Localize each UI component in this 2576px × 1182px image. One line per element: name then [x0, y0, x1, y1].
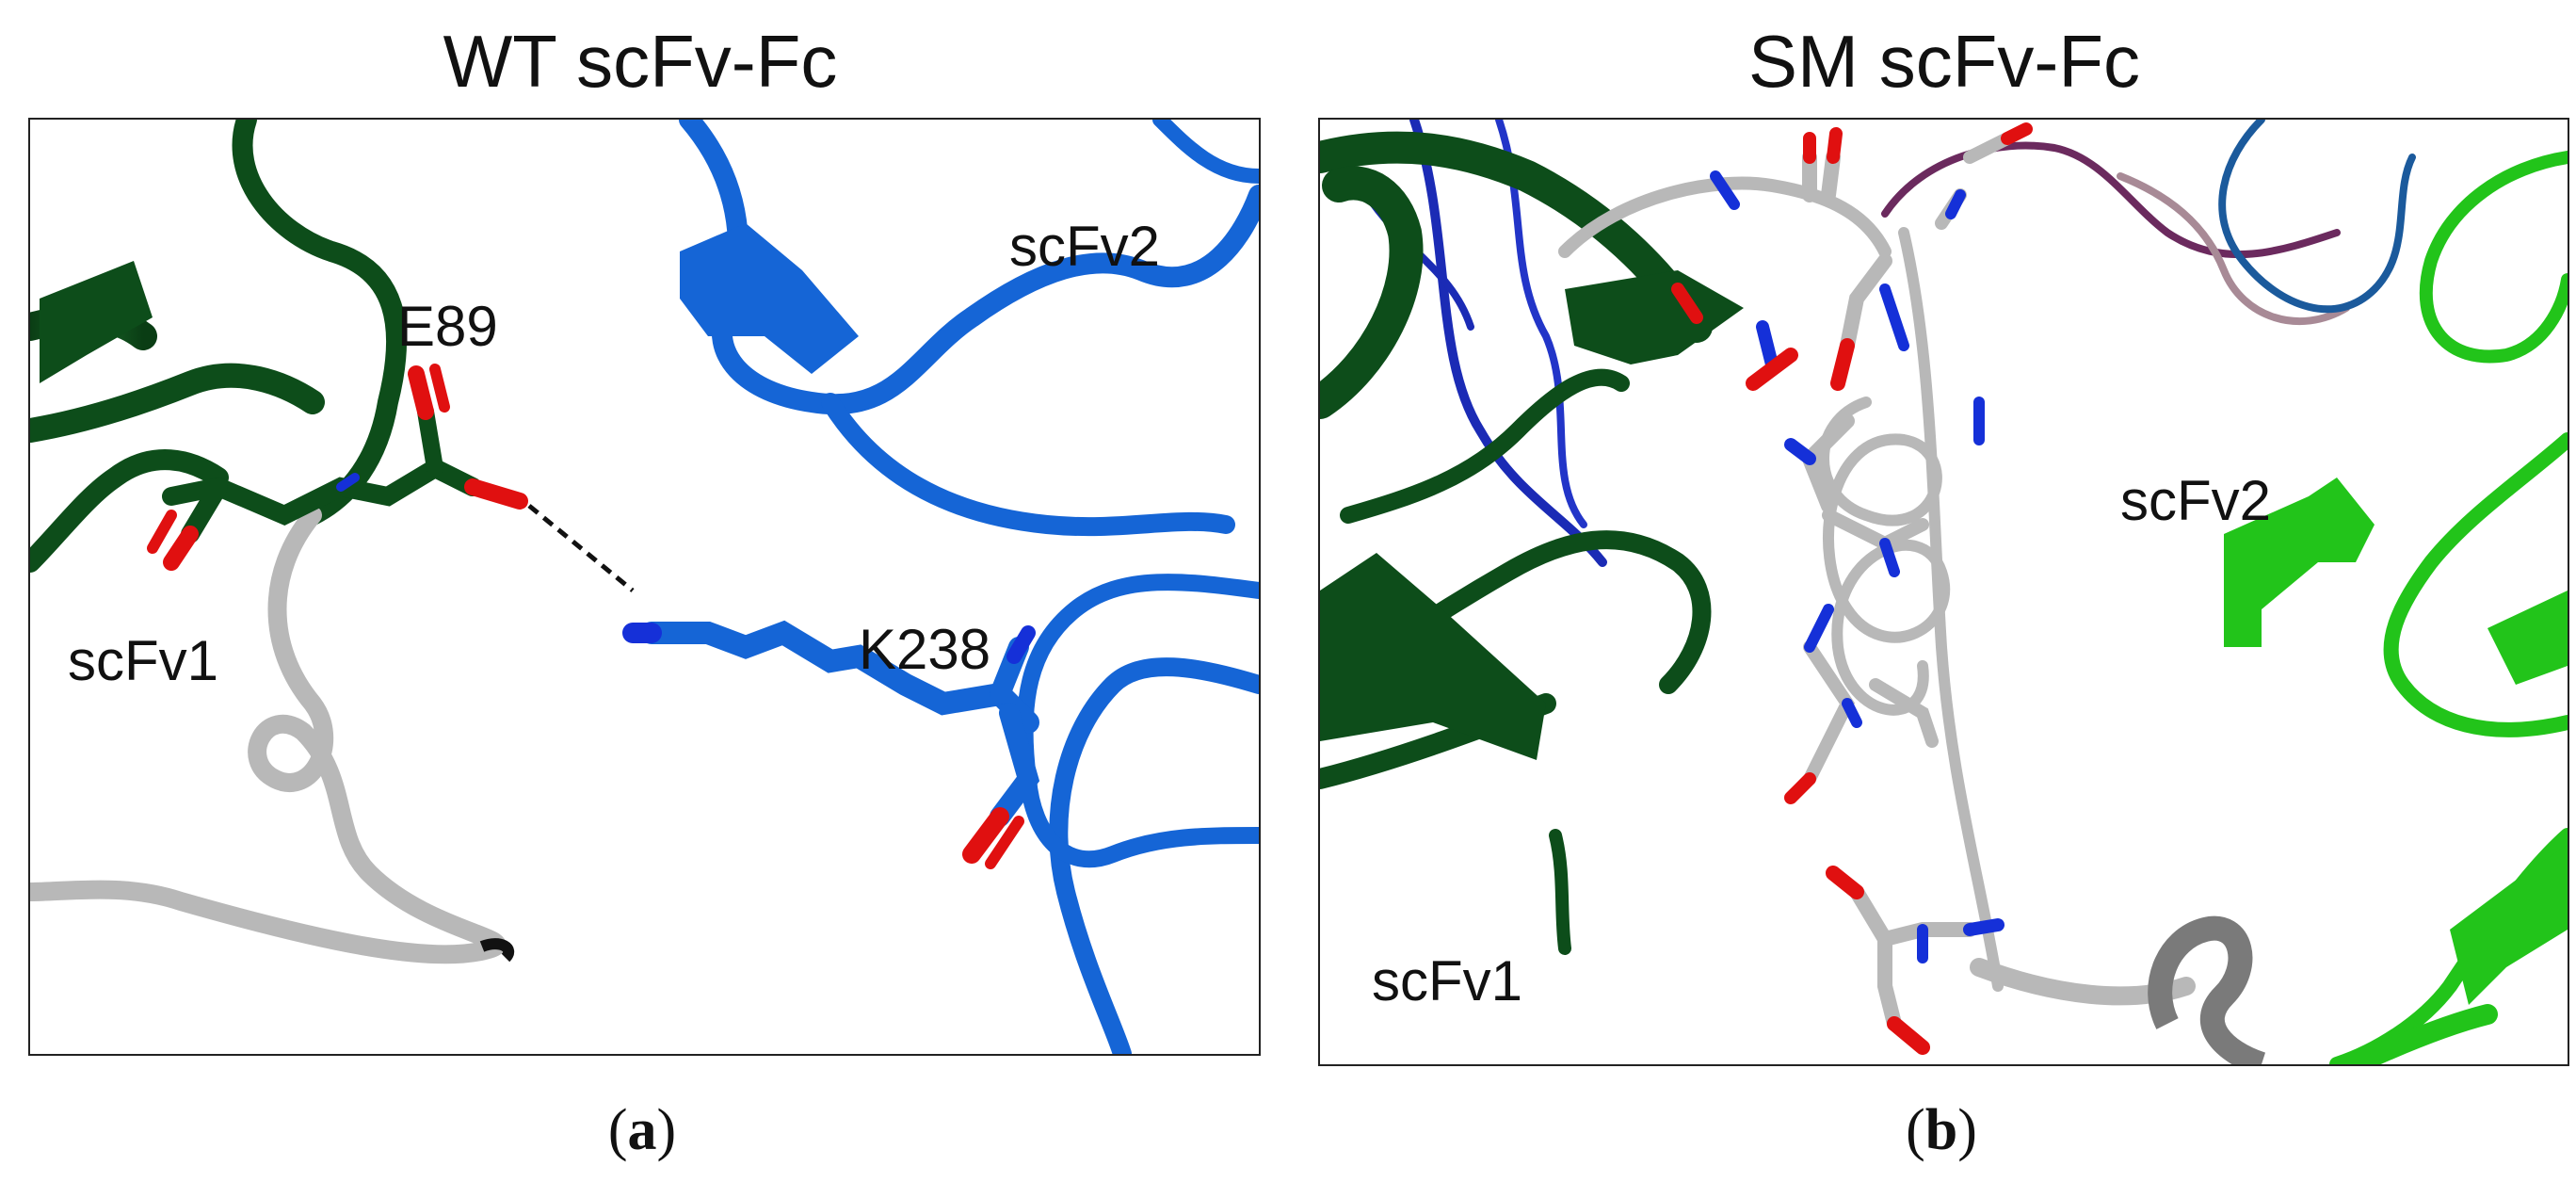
label-scfv2: scFv2: [1009, 215, 1161, 278]
e89-side-chain: [147, 364, 528, 571]
k238-side-chain: [622, 620, 1040, 869]
label-scfv1: scFv1: [1372, 949, 1523, 1012]
scfv2-sheet: [680, 223, 859, 374]
panel-b-structure: scFv2 scFv1: [1318, 118, 2569, 1066]
hydrogen-bond: [527, 504, 635, 592]
scfv2-sheet-lower: [2487, 591, 2568, 685]
panel-a-structure: scFv2 E89 scFv1 K238: [28, 118, 1261, 1056]
label-scfv2: scFv2: [2120, 469, 2272, 532]
label-scfv1: scFv1: [68, 629, 219, 692]
linker-side-chains: [1671, 122, 2033, 1055]
scfv2-sheet: [2224, 478, 2375, 647]
label-k238: K238: [859, 618, 991, 681]
scfv1-sheet-arrow: [40, 261, 153, 383]
label-e89: E89: [397, 295, 498, 358]
scfv1-ribbon: [1320, 131, 1713, 955]
grey-helix-ribbon: [2148, 915, 2266, 1064]
scfv1-sheet: [1320, 553, 1546, 760]
scfv1-sheet-arrow: [1565, 270, 1744, 364]
scfv2-sheet-arrow: [2450, 845, 2568, 1005]
panel-a-caption: (a): [607, 1098, 677, 1162]
panel-b-title: SM scFv-Fc: [1748, 20, 2140, 103]
panel-b-ribbon-drawing: [1320, 120, 2568, 1064]
panel-b-caption: (b): [1906, 1098, 1977, 1162]
panel-a-title: WT scFv-Fc: [443, 20, 838, 103]
linker-loop: [30, 506, 507, 964]
panel-a-ribbon-drawing: [30, 120, 1259, 1054]
